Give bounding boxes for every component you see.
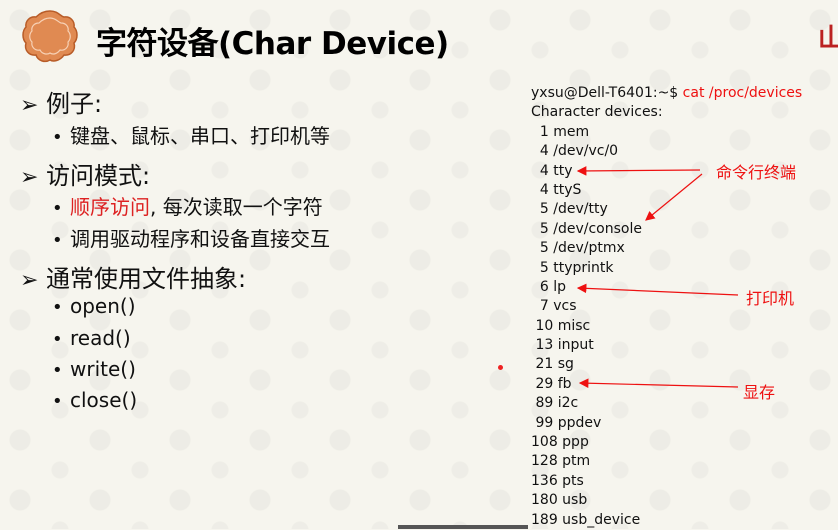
device-line: 6 lp (531, 278, 567, 295)
sub-bullet-driver: •调用驱动程序和设备直接交互 (52, 227, 330, 251)
arrow-bullet-icon: ➢ (20, 165, 39, 190)
annotation-printer: 打印机 (746, 289, 795, 308)
page-title: 字符设备(Char Device) (96, 26, 449, 62)
arrow-bullet-icon: ➢ (20, 268, 39, 293)
device-line: 21 sg (531, 356, 574, 373)
arrow-to-tty (576, 166, 701, 176)
terminal-header: Character devices: (531, 104, 663, 121)
terminal-command: cat /proc/devices (682, 85, 803, 101)
dot-bullet-icon: • (52, 360, 63, 381)
device-line: 189 usb_device (531, 511, 641, 528)
sub-bullet-sequential: •顺序访问, 每次读取一个字符 (52, 195, 323, 219)
sub-bullet-read: •read() (52, 326, 131, 350)
dot-bullet-icon: • (52, 127, 63, 148)
dot-bullet-icon: • (52, 391, 63, 412)
laser-pointer-dot (498, 365, 503, 370)
arrow-to-lp (576, 283, 739, 296)
device-line: 4 tty (531, 162, 573, 179)
device-line: 13 input (531, 337, 594, 354)
corner-logo-fragment: 山 (818, 24, 838, 54)
device-line: 1 mem (531, 123, 590, 140)
dot-bullet-icon: • (52, 198, 63, 219)
sub-bullet-open: •open() (52, 294, 136, 318)
sub-bullet-close: •close() (52, 388, 138, 412)
scrollbar-fragment[interactable] (398, 525, 528, 529)
arrow-to-console (645, 173, 703, 221)
device-line: 89 i2c (531, 395, 579, 412)
bullet-file-abstraction: ➢通常使用文件抽象: (20, 265, 247, 293)
dot-bullet-icon: • (52, 329, 63, 350)
arrow-bullet-icon: ➢ (20, 93, 39, 118)
device-line: 5 ttyprintk (531, 259, 614, 276)
device-list: 1 mem 4 /dev/vc/0 4 tty 4 ttyS 5 /dev/tt… (531, 123, 802, 530)
device-line: 29 fb (531, 375, 572, 392)
bullet-access-mode: ➢访问模式: (20, 162, 151, 190)
device-line: 99 ppdev (531, 414, 602, 431)
device-line: 5 /dev/console (531, 220, 642, 237)
dot-bullet-icon: • (52, 297, 63, 318)
bullet-examples: ➢例子: (20, 90, 103, 118)
terminal-prompt-line: yxsu@Dell-T6401:~$ cat /proc/devices (531, 85, 803, 101)
arrow-to-fb (578, 378, 739, 389)
device-line: 180 usb (531, 492, 588, 509)
sub-bullet-write: •write() (52, 357, 136, 381)
device-line: 5 /dev/ptmx (531, 240, 625, 257)
device-line: 136 pts (531, 472, 584, 489)
cloud-logo-icon (22, 10, 78, 63)
annotation-framebuffer: 显存 (743, 383, 776, 402)
device-line: 4 /dev/vc/0 (531, 143, 619, 160)
device-line: 128 ptm (531, 453, 591, 470)
dot-bullet-icon: • (52, 230, 63, 251)
sub-bullet-examples: •键盘、鼠标、串口、打印机等 (52, 124, 330, 148)
terminal-output: yxsu@Dell-T6401:~$ cat /proc/devices Cha… (531, 84, 802, 530)
device-line: 108 ppp (531, 434, 589, 451)
annotation-terminal: 命令行终端 (716, 163, 797, 182)
device-line: 4 ttyS (531, 181, 582, 198)
device-line: 7 vcs (531, 298, 577, 315)
device-line: 10 misc (531, 317, 591, 334)
device-line: 5 /dev/tty (531, 201, 608, 218)
